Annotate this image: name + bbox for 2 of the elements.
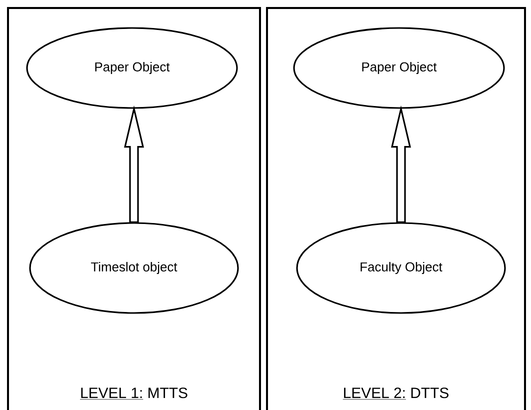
hollow-arrow [391,105,412,223]
hollow-arrow [124,105,144,223]
